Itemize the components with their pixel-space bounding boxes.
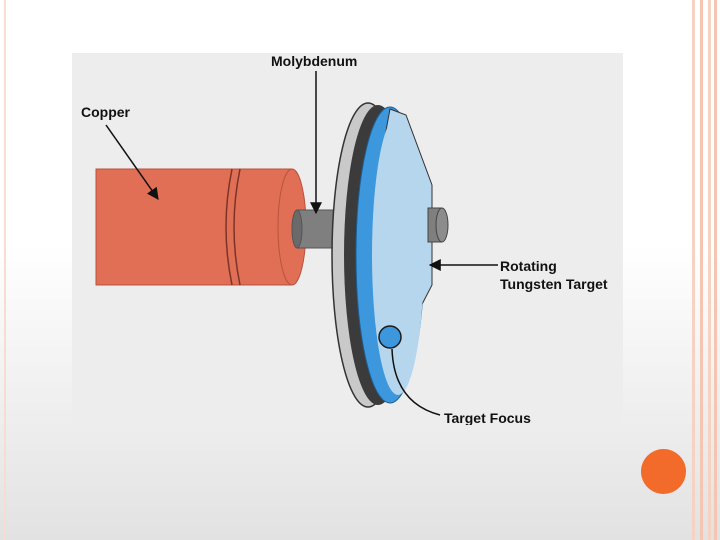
anode-diagram: Molybdenum Copper Rotating Tungsten Targ… xyxy=(72,53,623,425)
label-target-focus: Target Focus xyxy=(444,410,531,425)
tungsten-target xyxy=(355,106,433,404)
frame-line-1 xyxy=(692,0,695,540)
frame-line-4 xyxy=(714,0,717,540)
target-focus-spot xyxy=(378,325,402,349)
frame-line-left xyxy=(4,0,6,540)
frame-line-2 xyxy=(700,0,703,540)
label-rotating: Rotating xyxy=(500,258,557,274)
label-molybdenum: Molybdenum xyxy=(271,53,358,69)
front-shaft xyxy=(427,207,449,243)
copper-cylinder xyxy=(95,168,307,286)
orange-circle-icon xyxy=(641,449,686,494)
copper-arrow xyxy=(105,124,159,200)
label-tungsten-target: Tungsten Target xyxy=(500,276,608,292)
target-focus-leader xyxy=(391,348,441,416)
label-copper: Copper xyxy=(81,104,130,120)
anode-drawing xyxy=(95,71,498,416)
frame-line-3 xyxy=(708,0,711,540)
